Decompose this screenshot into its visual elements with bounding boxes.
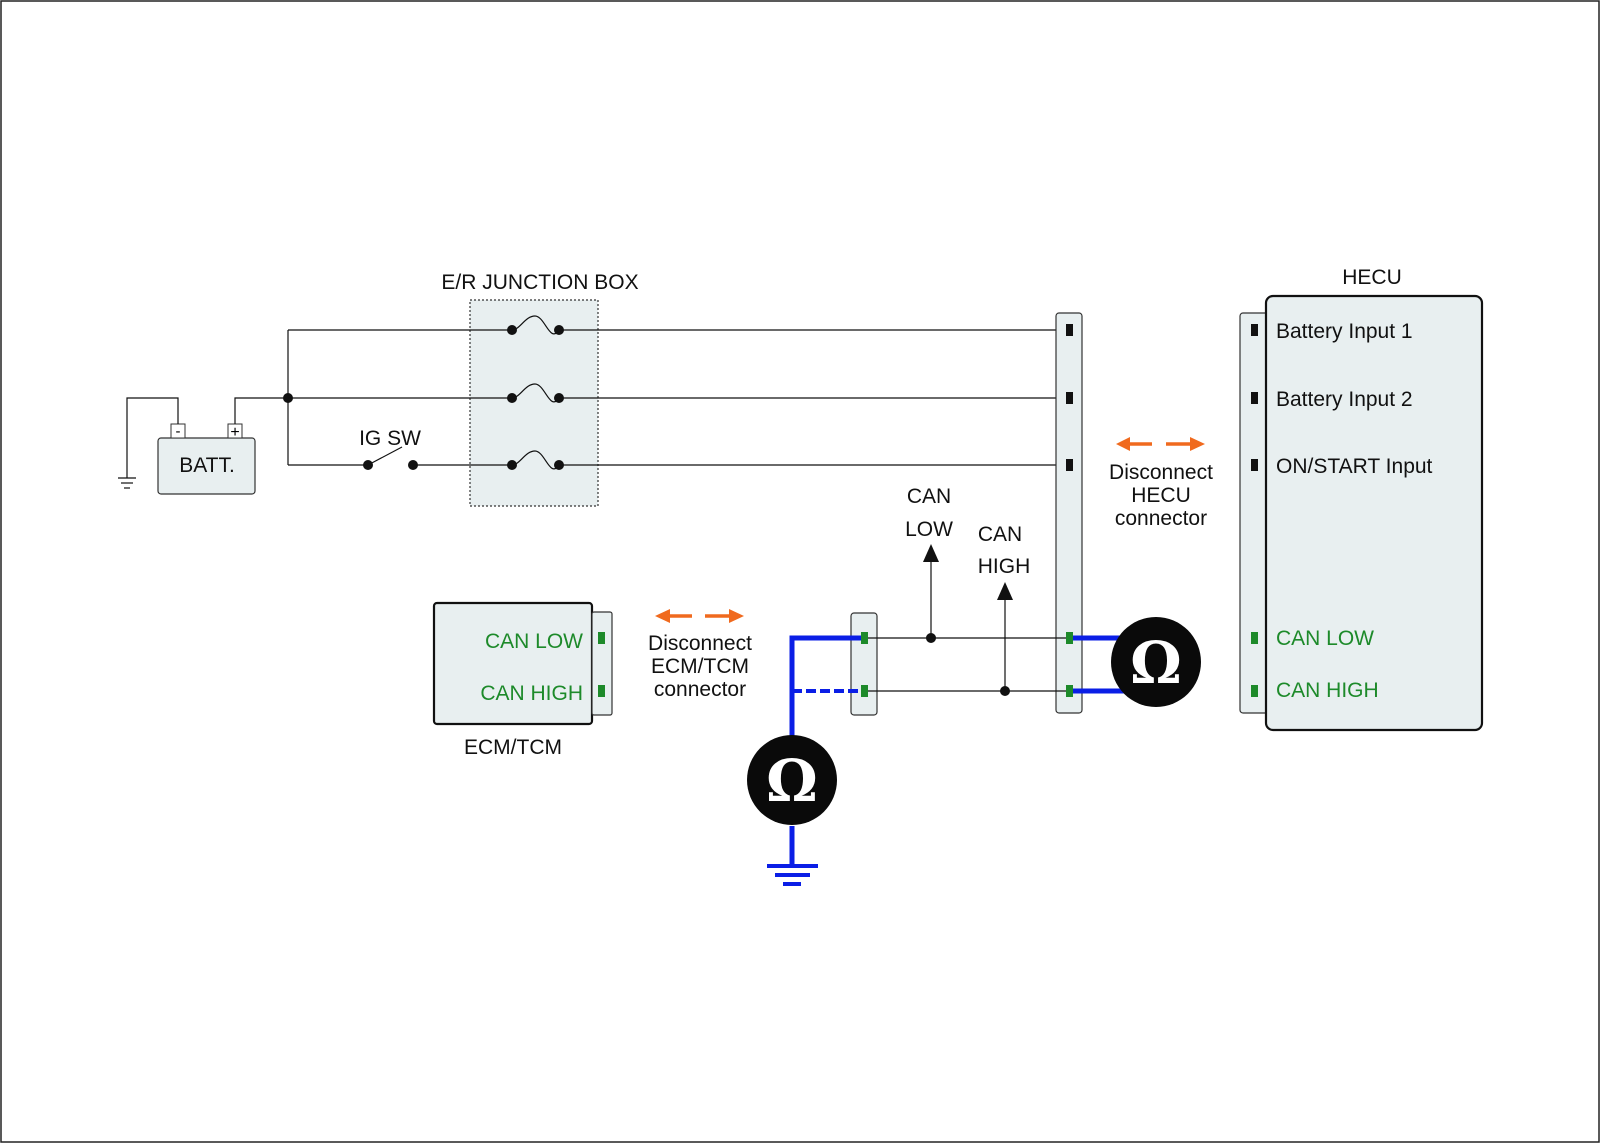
fuse-3	[507, 450, 564, 470]
harness-pin-3	[1066, 459, 1073, 471]
hecu-pin-can-high	[1251, 685, 1258, 697]
disconnect-ecm-arrow-icon	[655, 609, 744, 623]
harness-pin-can-high-top	[1066, 685, 1073, 697]
battery-plus-sign: +	[230, 424, 239, 441]
harness-ecm-pin-can-low	[861, 632, 868, 644]
disconnect-ecm-line-3: connector	[654, 678, 746, 701]
ecm-pin-label-can-high: CAN HIGH	[480, 682, 583, 705]
hecu-pin-label-battery-input-1: Battery Input 1	[1276, 320, 1413, 343]
hecu-pin-label-can-high: CAN HIGH	[1276, 679, 1379, 702]
ecm-pin-can-high	[598, 685, 605, 697]
battery-minus-sign: -	[176, 423, 181, 440]
disconnect-ecm-line-2: ECM/TCM	[651, 655, 749, 678]
ig-switch-contact-right	[408, 460, 418, 470]
meter-1-probe-can-low	[789, 635, 864, 746]
battery-box	[157, 437, 256, 495]
hecu-module	[1264, 294, 1484, 732]
junction-box	[469, 299, 599, 507]
disconnect-hecu-line-3: connector	[1115, 507, 1207, 530]
hecu-pin-2	[1251, 392, 1258, 404]
disconnect-hecu-line-2: HECU	[1131, 484, 1191, 507]
hecu-pin-label-battery-input-2: Battery Input 2	[1276, 388, 1413, 411]
harness-ecm-pin-can-high	[861, 685, 868, 697]
harness-pin-can-low-top	[1066, 632, 1073, 644]
harness-pin-1	[1066, 324, 1073, 336]
can-low-tap-label-2: LOW	[905, 518, 953, 541]
can-low-tap-arrow-icon	[923, 544, 939, 562]
ohmmeter-2-icon: Ω	[1111, 617, 1201, 707]
ig-switch-contact-left	[363, 460, 373, 470]
can-high-tap-label-2: HIGH	[978, 555, 1031, 578]
ig-switch-label: IG SW	[359, 427, 421, 450]
ecm-tcm-module	[432, 601, 594, 726]
hecu-pin-3	[1251, 459, 1258, 471]
ig-switch-blade	[367, 446, 403, 466]
can-high-tap-arrow-icon	[997, 582, 1013, 600]
battery-positive-wire	[234, 397, 288, 424]
fuse-2	[507, 383, 564, 403]
can-high-tap-label-1: CAN	[978, 523, 1022, 546]
junction-box-label: E/R JUNCTION BOX	[441, 271, 638, 294]
ecm-pin-can-low	[598, 632, 605, 644]
harness-pin-2	[1066, 392, 1073, 404]
ecm-tcm-connector[interactable]	[591, 611, 613, 716]
fuse-1	[507, 315, 564, 335]
disconnect-hecu-line-1: Disconnect	[1109, 461, 1213, 484]
battery-ground-icon	[118, 477, 136, 489]
ohmmeter-1-symbol: Ω	[766, 747, 818, 815]
hecu-pin-label-can-low: CAN LOW	[1276, 627, 1374, 650]
hecu-title: HECU	[1342, 266, 1402, 289]
hecu-pin-1	[1251, 324, 1258, 336]
ohmmeter-1-icon: Ω	[747, 735, 837, 825]
hecu-pin-can-low	[1251, 632, 1258, 644]
ecm-pin-label-can-low: CAN LOW	[485, 630, 583, 653]
battery-label: BATT.	[179, 454, 235, 477]
ohmmeter-2-symbol: Ω	[1130, 629, 1182, 697]
disconnect-ecm-line-1: Disconnect	[648, 632, 752, 655]
can-low-tap-label-1: CAN	[907, 485, 951, 508]
harness-connector-ecm[interactable]	[850, 612, 878, 716]
disconnect-hecu-arrow-icon	[1116, 437, 1205, 451]
harness-connector-hecu[interactable]	[1055, 312, 1083, 714]
ecm-tcm-title: ECM/TCM	[464, 736, 562, 759]
meter-1-ground-icon	[767, 864, 818, 886]
battery-ground-wire	[126, 397, 179, 478]
hecu-pin-label-on-start-input: ON/START Input	[1276, 455, 1433, 478]
